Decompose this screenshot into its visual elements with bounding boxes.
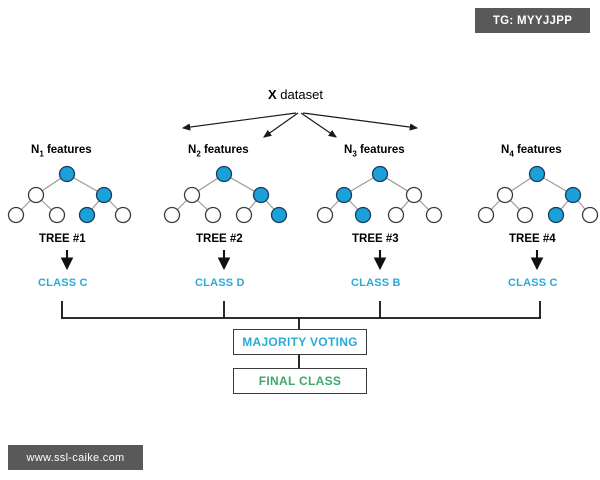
class-label-4: CLASS C (508, 277, 558, 289)
dataset-label-prefix: X (268, 87, 277, 102)
site-watermark-badge: www.ssl-caike.com (8, 445, 143, 470)
tree-label-3: TREE #3 (352, 233, 399, 245)
dataset-label: X dataset (268, 87, 323, 102)
feature-label-2: N2 features (188, 144, 249, 158)
feature-n-4: N (501, 144, 510, 156)
feature-n-1: N (31, 144, 40, 156)
feature-label-4: N4 features (501, 144, 562, 158)
tree-4-graph (477, 165, 599, 224)
feature-label-1: N1 features (31, 144, 92, 158)
class-label-1: CLASS C (38, 277, 88, 289)
aggregation-bracket (61, 301, 541, 368)
feature-suffix-3: features (356, 144, 405, 156)
final-class-box: FINAL CLASS (233, 368, 367, 394)
majority-voting-box: MAJORITY VOTING (233, 329, 367, 355)
feature-sub-1: 1 (39, 149, 44, 159)
feature-label-3: N3 features (344, 144, 405, 158)
feature-suffix-4: features (513, 144, 562, 156)
feature-n-2: N (188, 144, 197, 156)
feature-suffix-1: features (43, 144, 92, 156)
feature-sub-2: 2 (196, 149, 201, 159)
tree-label-4: TREE #4 (509, 233, 556, 245)
dataset-label-suffix: dataset (276, 87, 323, 102)
tree-3-graph (316, 165, 443, 224)
dataset-fanout-arrows (181, 112, 419, 138)
class-label-3: CLASS B (351, 277, 401, 289)
feature-n-3: N (344, 144, 353, 156)
tree-to-class-arrows (60, 250, 544, 271)
feature-sub-3: 3 (352, 149, 357, 159)
class-label-2: CLASS D (195, 277, 245, 289)
tg-watermark-badge: TG: MYYJJPP (475, 8, 590, 33)
tree-label-2: TREE #2 (196, 233, 243, 245)
feature-sub-4: 4 (509, 149, 514, 159)
tree-label-1: TREE #1 (39, 233, 86, 245)
tree-2-graph (163, 165, 288, 224)
tree-1-graph (7, 165, 132, 224)
feature-suffix-2: features (200, 144, 249, 156)
